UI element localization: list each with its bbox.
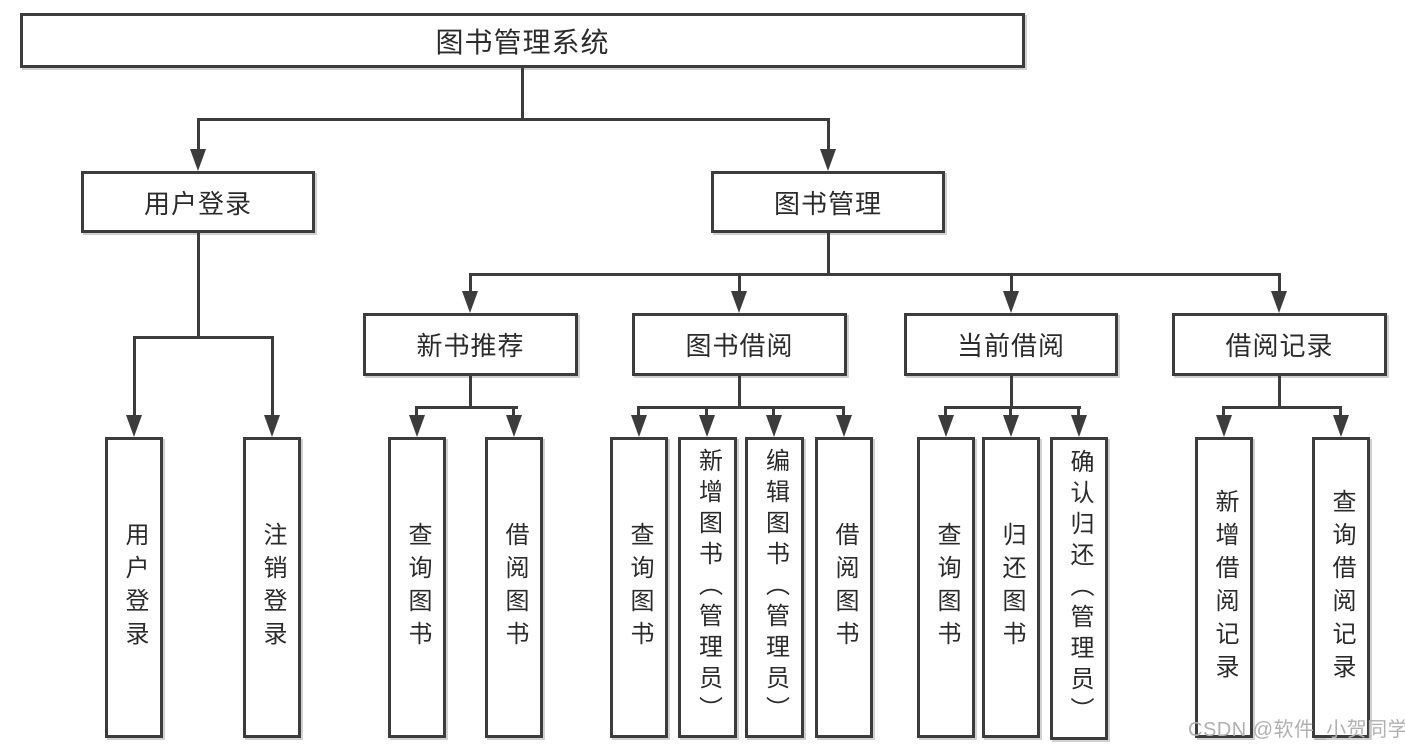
connector-line [944,406,947,417]
node-user-login: 用户登录 [81,171,315,233]
connector-line [197,233,200,336]
arrow-down-icon [1003,415,1019,437]
connector-line [521,68,524,118]
arrow-down-icon [126,415,142,437]
node-label: 确认归还（管理员） [1066,449,1093,728]
node-label: 查询借阅记录 [1328,488,1355,687]
node-label: 查询图书 [626,521,653,654]
node-label: 借阅记录 [1225,331,1334,361]
connector-line [1222,406,1342,409]
node-library-management-system: 图书管理系统 [20,13,1025,68]
connector-line [415,406,518,409]
connector-line [469,376,472,407]
connector-line [637,406,640,417]
node-label: 图书管理 [773,188,882,219]
node-leaf-edit-book-admin: 编辑图书（管理员） [745,437,804,738]
arrow-down-icon [1271,291,1287,313]
connector-line [1010,273,1013,293]
node-label: 新书推荐 [416,331,525,361]
node-label: 图书借阅 [685,331,794,361]
arrow-down-icon [699,415,715,437]
node-label: 查询图书 [933,521,960,654]
node-leaf-confirm-return-admin: 确认归还（管理员） [1050,437,1108,740]
node-leaf-query-borrow-record: 查询借阅记录 [1312,437,1370,738]
node-leaf-query-books-3: 查询图书 [917,437,975,738]
connector-line [415,406,418,417]
node-borrowing-records: 借阅记录 [1172,313,1387,376]
node-leaf-add-book-admin: 新增图书（管理员） [678,437,737,738]
connector-line [197,118,200,151]
connector-line [738,376,741,407]
connector-line [1339,406,1342,417]
connector-line [1222,406,1225,417]
node-label: 用户登录 [121,521,148,654]
arrow-down-icon [409,415,425,437]
node-label: 查询图书 [404,521,431,654]
connector-line [1077,406,1080,417]
node-label: 借阅图书 [501,521,528,654]
connector-line [133,336,136,417]
arrow-down-icon [938,415,954,437]
node-leaf-borrow-books-2: 借阅图书 [815,437,873,738]
connector-line [469,273,1281,276]
arrow-down-icon [731,291,747,313]
connector-line [1010,376,1013,407]
node-leaf-query-books-2: 查询图书 [610,437,668,738]
node-leaf-logout: 注销登录 [243,437,301,738]
connector-line [1009,406,1012,417]
node-label: 归还图书 [998,521,1025,654]
connector-line [1278,376,1281,407]
node-leaf-user-login: 用户登录 [105,437,163,738]
node-new-book-recommend: 新书推荐 [363,313,578,376]
arrow-down-icon [631,415,647,437]
connector-line [738,273,741,293]
node-label: 用户登录 [143,188,252,219]
connector-line [827,233,830,275]
node-label: 新增借阅记录 [1211,488,1238,687]
node-leaf-return-books: 归还图书 [982,437,1040,738]
connector-line [705,406,708,417]
arrow-down-icon [264,415,280,437]
node-label: 当前借阅 [956,331,1065,361]
node-leaf-borrow-books-1: 借阅图书 [485,437,543,738]
arrow-down-icon [506,415,522,437]
csdn-watermark: CSDN @软件_小贺同学 [1188,719,1405,741]
connector-line [197,118,830,121]
arrow-down-icon [190,149,206,171]
connector-line [1278,273,1281,293]
node-leaf-add-borrow-record: 新增借阅记录 [1195,437,1253,738]
node-label: 注销登录 [259,521,286,654]
node-label: 借阅图书 [831,521,858,654]
connector-line [133,336,273,339]
connector-line [637,406,845,409]
node-label: 新增图书（管理员） [694,448,722,727]
connector-line [271,336,274,417]
arrow-down-icon [820,149,836,171]
arrow-down-icon [1071,415,1087,437]
connector-line [772,406,775,417]
connector-line [469,273,472,293]
connector-line [944,406,1081,409]
node-book-borrowing: 图书借阅 [632,313,847,376]
arrow-down-icon [766,415,782,437]
node-leaf-query-books-1: 查询图书 [388,437,446,738]
arrow-down-icon [1003,291,1019,313]
node-current-borrowing: 当前借阅 [904,313,1118,376]
node-label: 图书管理系统 [435,26,610,58]
arrow-down-icon [1333,415,1349,437]
arrow-down-icon [1216,415,1232,437]
connector-line [842,406,845,417]
node-book-management: 图书管理 [711,171,945,233]
arrow-down-icon [836,415,852,437]
arrow-down-icon [462,291,478,313]
node-label: 编辑图书（管理员） [761,448,789,727]
connector-line [512,406,515,417]
connector-line [827,118,830,151]
